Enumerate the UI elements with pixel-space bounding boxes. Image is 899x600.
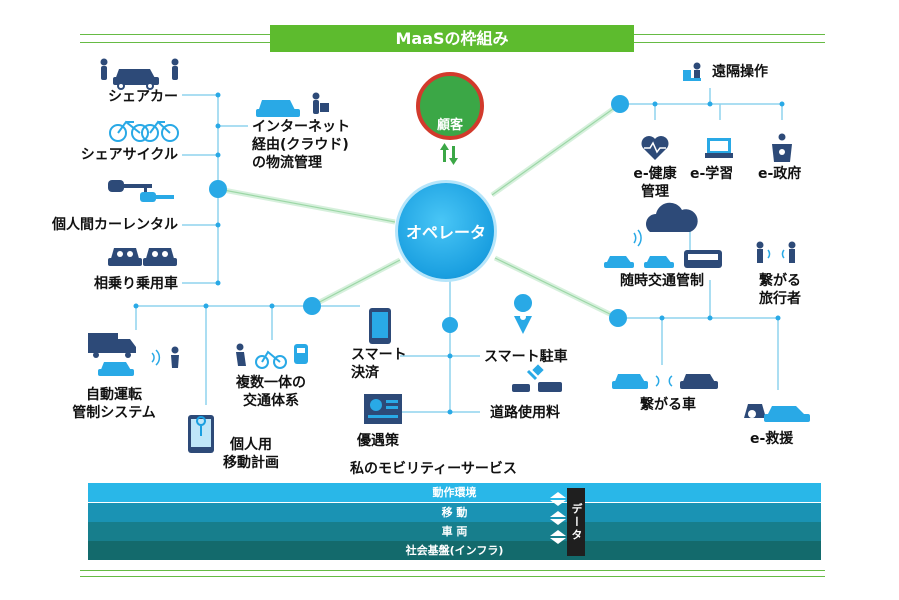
carpool-icon [108,248,177,266]
label-my-mobility: 私のモビリティーサービス [350,461,517,477]
label-e-government: e-政府 [758,166,802,182]
connected-car-icon [612,374,718,389]
cloud-icon [633,202,698,247]
share-cycle-icon [109,120,179,142]
learning-icon [705,138,733,158]
road-fee-icon [512,364,562,392]
customer-node [416,72,484,140]
heart-icon [641,136,669,160]
traffic-vehicles-icon [604,250,722,268]
label-e-rescue: e-救援 [750,431,794,447]
operator-node: オペレータ [395,180,497,282]
label-share-cycle: シェアサイクル [80,147,178,163]
tablet-map-icon [188,415,214,453]
bottom-rule [80,570,825,571]
government-icon [772,133,792,162]
label-road-fee: 道路使用料 [490,405,560,421]
label-autonomous: 自動運転 管制システム [72,387,156,421]
layer-bar-infrastructure: 社会基盤(インフラ) [88,541,821,560]
key-icon [108,180,174,202]
incentive-card-icon [364,394,402,424]
customer-label: 顧客 [436,118,463,133]
label-e-health: e-健康 管理 [633,166,677,200]
label-connected-traveler: 繋がる 旅行者 [759,273,801,307]
share-car-icon [100,58,179,90]
connected-traveler-icon [756,241,796,263]
label-cloud-logistics: インターネット 経由(クラウド) の物流管理 [252,119,350,171]
multimodal-icon [236,343,308,369]
layer-bar-movement: 移 動 [88,503,821,522]
label-remote-operation: 遠隔操作 [712,64,768,80]
label-personal-plan: 個人用 移動計画 [223,437,279,471]
label-traffic-control: 随時交通管制 [620,273,704,289]
smartphone-icon [369,308,391,344]
label-share-car: シェアカー [108,89,178,105]
label-carpool: 相乗り乗用車 [94,276,178,292]
label-connected-car: 繋がる車 [640,397,696,413]
parking-pin-icon [514,294,533,334]
diagram-title: MaaSの枠組み [270,25,634,52]
label-e-learning: e-学習 [690,166,734,182]
layer-bar-environment: 動作環境 [88,483,821,502]
bottom-rule-2 [80,576,825,577]
operator-label: オペレータ [405,223,486,242]
autonomous-icon [88,333,179,376]
delivery-icon [256,92,329,117]
label-incentive: 優遇策 [357,433,399,449]
rescue-icon [744,404,810,422]
label-smart-payment: スマート 決済 [351,347,407,381]
label-smart-parking: スマート駐車 [484,349,568,365]
label-multimodal: 複数一体の 交通体系 [236,375,306,409]
data-label: データ [567,488,585,556]
label-p2p-rental: 個人間カーレンタル [52,217,178,233]
remote-operation-icon [683,62,701,81]
data-arrows [550,492,566,544]
layer-bar-vehicle: 車 両 [88,522,821,541]
